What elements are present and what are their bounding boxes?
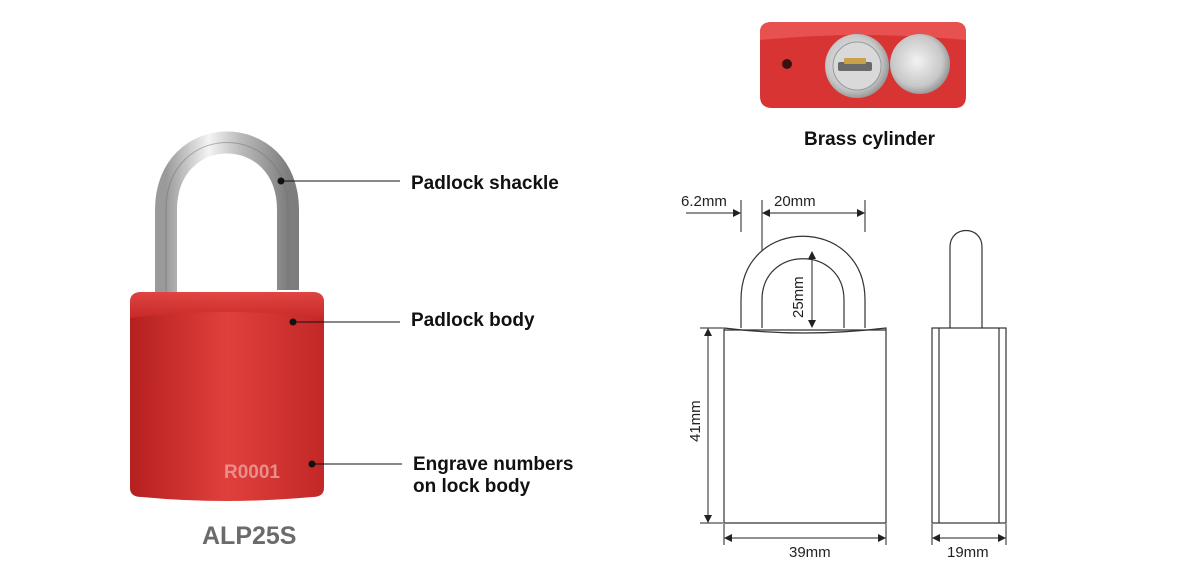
callout-brass-cylinder: Brass cylinder bbox=[804, 129, 935, 150]
dim-shackle-offset: 6.2mm bbox=[681, 193, 727, 210]
front-view-drawing bbox=[723, 235, 887, 524]
side-view-drawing bbox=[931, 230, 1007, 524]
padlock-photo: R0001 bbox=[130, 131, 324, 501]
dim-body-depth: 19mm bbox=[947, 544, 989, 561]
engraving-text: R0001 bbox=[224, 462, 280, 483]
padlock-shackle-image bbox=[155, 131, 299, 305]
model-name: ALP25S bbox=[202, 522, 297, 550]
padlock-body-image bbox=[130, 292, 324, 501]
dim-body-height: 41mm bbox=[687, 400, 704, 442]
callout-engrave-line2: on lock body bbox=[413, 476, 531, 497]
callout-padlock-body: Padlock body bbox=[411, 310, 535, 331]
dim-shackle-height: 25mm bbox=[790, 276, 807, 318]
callout-padlock-shackle: Padlock shackle bbox=[411, 173, 559, 194]
dim-body-width: 39mm bbox=[789, 544, 831, 561]
callout-leaders bbox=[277, 177, 402, 468]
callout-engrave-line1: Engrave numbers bbox=[413, 454, 574, 475]
dim-shackle-width: 20mm bbox=[774, 193, 816, 210]
cylinder-photo bbox=[760, 22, 966, 108]
dimension-lines bbox=[686, 200, 1007, 545]
